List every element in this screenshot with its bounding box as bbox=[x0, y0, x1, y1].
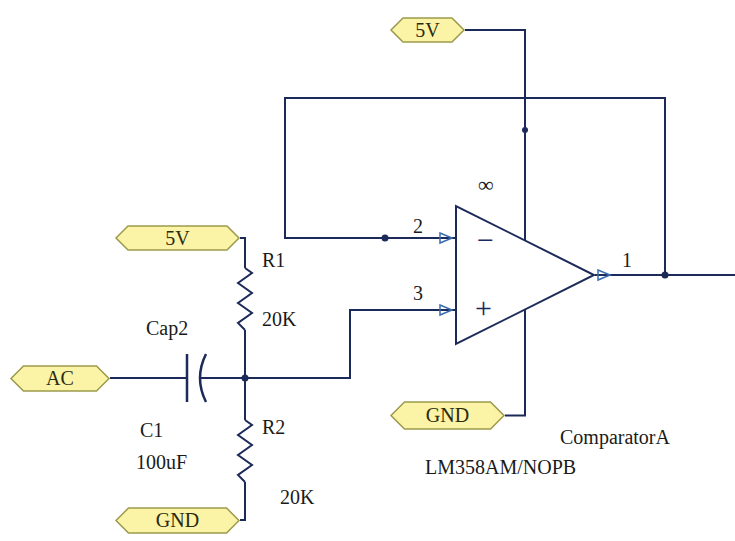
capacitor-symbol bbox=[187, 354, 206, 402]
part-label: R1 bbox=[262, 250, 285, 270]
feedback-wire bbox=[285, 98, 665, 275]
opamp-triangle bbox=[456, 206, 594, 344]
resistor-symbol bbox=[238, 420, 252, 482]
net-name: GND bbox=[115, 507, 240, 534]
opamp-node: −+ bbox=[455, 205, 595, 345]
opamp-symbol bbox=[455, 205, 595, 345]
part-label: ComparatorA bbox=[560, 427, 670, 447]
net-name: GND bbox=[390, 401, 505, 430]
net-tag: 5V bbox=[390, 17, 465, 43]
junction-dot bbox=[242, 375, 249, 382]
tag-shape bbox=[116, 226, 239, 250]
pin-arrow bbox=[598, 270, 610, 280]
tag-shape bbox=[391, 18, 464, 42]
pin-arrow bbox=[440, 233, 452, 243]
pin-number: ∞ bbox=[478, 174, 494, 196]
resistor-symbol bbox=[238, 268, 252, 330]
net-name: AC bbox=[10, 365, 110, 392]
power-wire bbox=[505, 310, 525, 416]
part-label: LM358AM/NOPB bbox=[425, 457, 576, 477]
pin-number: 3 bbox=[413, 283, 423, 303]
ac-wire bbox=[110, 377, 245, 379]
pin-number: 1 bbox=[622, 250, 632, 270]
part-label: Cap2 bbox=[146, 318, 188, 338]
tag-shape bbox=[116, 508, 239, 533]
input-sign: + bbox=[475, 293, 492, 323]
part-label: 20K bbox=[262, 309, 296, 329]
part-label: 100uF bbox=[136, 452, 187, 472]
non-inverting-wire bbox=[245, 310, 455, 378]
net-tag: 5V bbox=[115, 225, 240, 251]
tag-shape bbox=[391, 402, 504, 429]
pin-arrow bbox=[440, 305, 452, 315]
tag-shape bbox=[11, 366, 109, 391]
power-wire bbox=[465, 30, 525, 240]
junction-dot bbox=[662, 272, 669, 279]
net-tag: AC bbox=[10, 365, 110, 392]
part-label: C1 bbox=[140, 420, 163, 440]
net-name: 5V bbox=[390, 17, 465, 43]
junction-dot bbox=[382, 235, 389, 242]
net-tag: GND bbox=[115, 507, 240, 534]
net-tag: GND bbox=[390, 401, 505, 430]
part-label: R2 bbox=[262, 417, 285, 437]
input-sign: − bbox=[477, 225, 494, 255]
pin-number: 2 bbox=[413, 216, 423, 236]
net-name: 5V bbox=[115, 225, 240, 251]
part-label: 20K bbox=[280, 487, 314, 507]
